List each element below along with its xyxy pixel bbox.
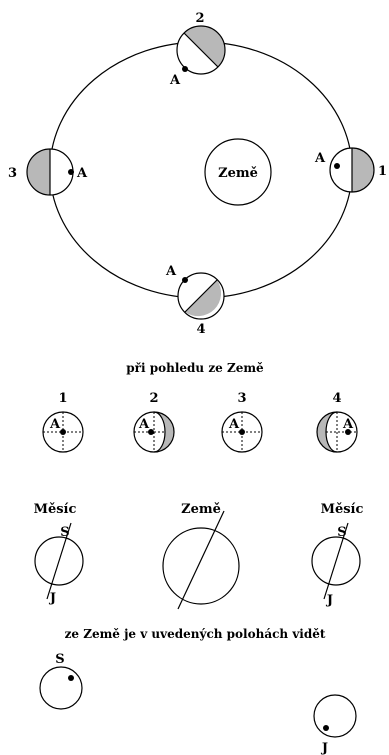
moon-axis-left: Měsíc S J [34, 502, 83, 606]
north-label: S [60, 525, 69, 540]
moon-shaded-half [27, 149, 50, 195]
surface-point-a [182, 66, 188, 72]
point-label: A [314, 151, 326, 166]
visible-pole-dot [68, 675, 74, 681]
visible-pole-dot [323, 725, 329, 731]
point-label: A [76, 166, 88, 181]
point-label: A [165, 264, 177, 279]
view-1: 1 A [43, 391, 83, 452]
surface-point-a [60, 429, 66, 435]
position-number: 1 [378, 164, 387, 179]
earth-label: Země [218, 166, 258, 181]
moon-position-4: A 4 [165, 264, 224, 337]
position-number: 4 [196, 322, 205, 337]
result-label: S [55, 652, 64, 667]
moon-shaded-half [352, 148, 374, 192]
surface-point-a [68, 169, 74, 175]
point-label: A [342, 417, 354, 432]
view-caption: při pohledu ze Země [126, 361, 264, 375]
view-2: 2 A [134, 391, 174, 452]
south-label: J [49, 591, 56, 606]
point-label: A [138, 417, 150, 432]
moon-position-3: A 3 [8, 149, 88, 195]
surface-point-a [182, 277, 188, 283]
view-number: 2 [149, 391, 158, 406]
earth-axis: Země [163, 502, 239, 609]
view-number: 3 [237, 391, 246, 406]
view-number: 1 [58, 391, 67, 406]
result-label: J [321, 741, 328, 755]
surface-point-a [334, 163, 340, 169]
view-3: 3 A [222, 391, 262, 452]
moon-position-2: A 2 [169, 11, 225, 88]
result-right: J [314, 695, 356, 755]
result-caption: ze Země je v uvedených polohách vidět [65, 627, 326, 641]
rotation-axis [178, 511, 224, 609]
position-number: 2 [195, 11, 204, 26]
view-number: 4 [332, 391, 341, 406]
moon-orbit [50, 42, 352, 298]
moon-axis-right: Měsíc S J [312, 502, 363, 608]
south-label: J [326, 593, 333, 608]
point-label: A [169, 73, 181, 88]
surface-point-a [239, 429, 245, 435]
earth: Země [205, 139, 271, 205]
moon-position-1: A 1 [314, 148, 387, 192]
axis-title: Země [181, 502, 221, 517]
result-left: S [40, 652, 82, 709]
axis-title: Měsíc [321, 502, 364, 517]
north-label: S [337, 525, 346, 540]
point-label: A [49, 417, 61, 432]
axis-title: Měsíc [34, 502, 77, 517]
position-number: 3 [8, 166, 17, 181]
view-4: 4 A [317, 391, 357, 452]
point-label: A [228, 417, 240, 432]
